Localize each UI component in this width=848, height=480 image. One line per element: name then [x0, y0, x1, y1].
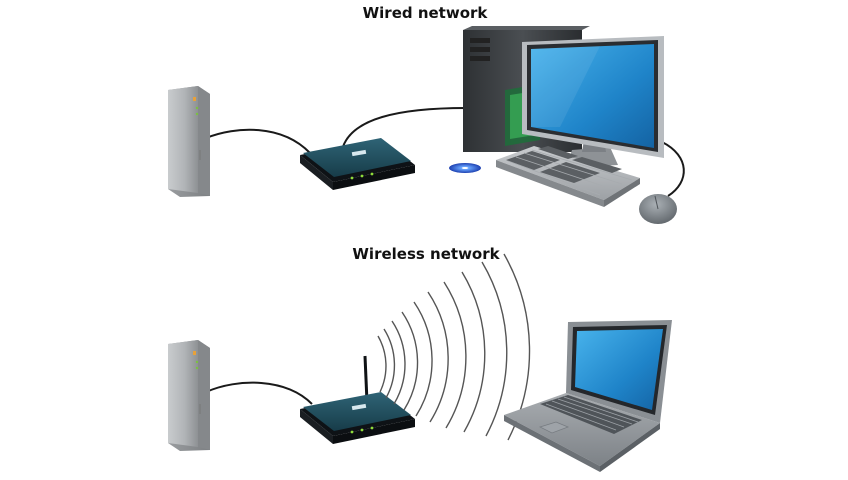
wireless-router-icon	[300, 355, 415, 444]
modem-router-cable-wireless	[205, 381, 313, 405]
keyboard-icon	[496, 146, 640, 207]
cd-disc-icon	[449, 163, 481, 173]
mouse-cable	[661, 141, 685, 197]
cable-modem-icon	[168, 86, 210, 197]
wireless-network-title: Wireless network	[352, 245, 500, 263]
mouse-icon	[639, 194, 677, 224]
modem-router-cable	[205, 128, 311, 154]
wired-network-title: Wired network	[362, 4, 488, 22]
router-pc-cable	[341, 107, 467, 151]
cable-modem-wireless-icon	[168, 340, 210, 451]
router-icon	[300, 138, 415, 190]
laptop-icon	[504, 320, 672, 472]
